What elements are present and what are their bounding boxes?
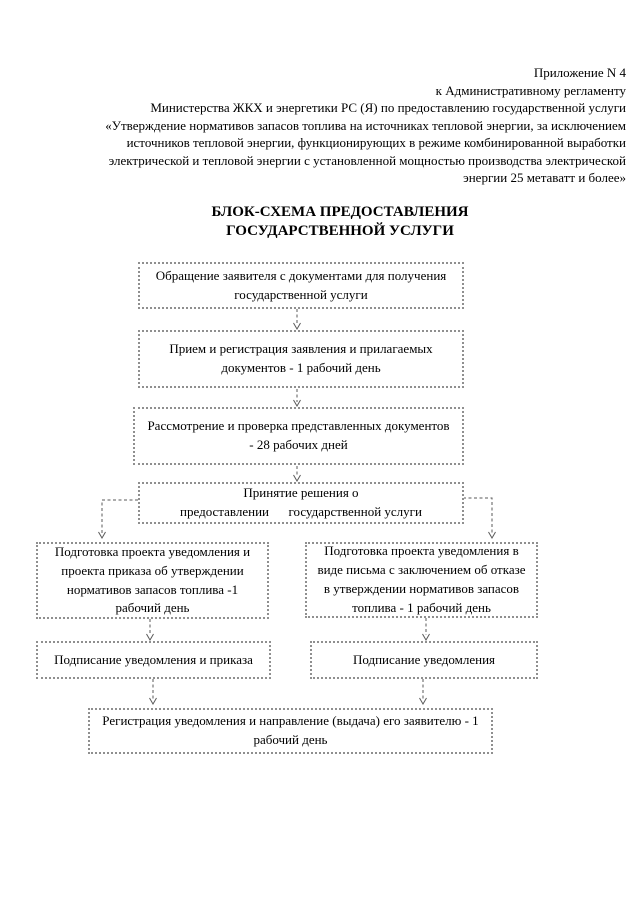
connector-sign-refusal-register [419, 679, 427, 705]
page-title-line-2: ГОСУДАРСТВЕННОЙ УСЛУГИ [226, 223, 454, 239]
connector-prepare-approval-sign-approval [146, 619, 154, 641]
appendix-line: Приложение N 4 [533, 65, 626, 80]
flow-box-prepare-approval-text: Подготовка проекта уведомления и проекта… [54, 543, 251, 616]
connector-request-intake [293, 309, 301, 330]
flow-box-review-text: Рассмотрение и проверка представленных д… [147, 418, 450, 452]
flow-box-decision-text: Принятие решения о предоставлении госуда… [180, 485, 422, 519]
appendix-line: к Административному регламенту [435, 82, 626, 98]
connector-sign-approval-register [149, 679, 157, 705]
flow-box-prepare-refusal-text: Подготовка проекта уведомления в виде пи… [317, 543, 526, 615]
flow-box-prepare-approval: Подготовка проекта уведомления и проекта… [36, 542, 269, 619]
appendix-header: Приложение N 4 к Административному регла… [66, 64, 626, 187]
flow-box-review: Рассмотрение и проверка представленных д… [133, 407, 464, 465]
flow-box-request: Обращение заявителя с документами для по… [138, 262, 464, 309]
connector-prepare-refusal-sign-refusal [422, 618, 430, 641]
flow-box-intake: Прием и регистрация заявления и прилагае… [138, 330, 464, 388]
flow-box-prepare-refusal: Подготовка проекта уведомления в виде пи… [305, 542, 538, 618]
flow-box-register-text: Регистрация уведомления и направление (в… [102, 713, 479, 747]
flow-box-intake-text: Прием и регистрация заявления и прилагае… [169, 341, 433, 375]
flow-box-sign-approval: Подписание уведомления и приказа [36, 641, 271, 679]
appendix-line: источников тепловой энергии, функциониру… [126, 135, 626, 150]
flow-box-register: Регистрация уведомления и направление (в… [88, 708, 493, 754]
connector-review-decision [293, 466, 301, 482]
appendix-line: электрической и тепловой энергии с устан… [108, 152, 626, 168]
flow-box-sign-approval-text: Подписание уведомления и приказа [54, 651, 253, 667]
connector-decision-prepare-refusal [463, 497, 496, 539]
page-title: БЛОК-СХЕМА ПРЕДОСТАВЛЕНИЯ ГОСУДАРСТВЕННО… [40, 203, 640, 241]
connector-intake-review [293, 389, 301, 407]
appendix-line: Министерства ЖКХ и энергетики РС (Я) по … [150, 100, 626, 115]
appendix-line: энергии 25 метаватт и более» [463, 170, 626, 185]
flow-box-sign-refusal: Подписание уведомления [310, 641, 538, 679]
connector-decision-prepare-approval [98, 499, 138, 539]
page-title-line-1: БЛОК-СХЕМА ПРЕДОСТАВЛЕНИЯ [211, 204, 469, 220]
flow-box-decision: Принятие решения о предоставлении госуда… [138, 482, 464, 524]
flow-box-request-text: Обращение заявителя с документами для по… [155, 267, 447, 302]
flow-box-sign-refusal-text: Подписание уведомления [352, 651, 496, 667]
appendix-line: «Утверждение нормативов запасов топлива … [105, 117, 626, 133]
